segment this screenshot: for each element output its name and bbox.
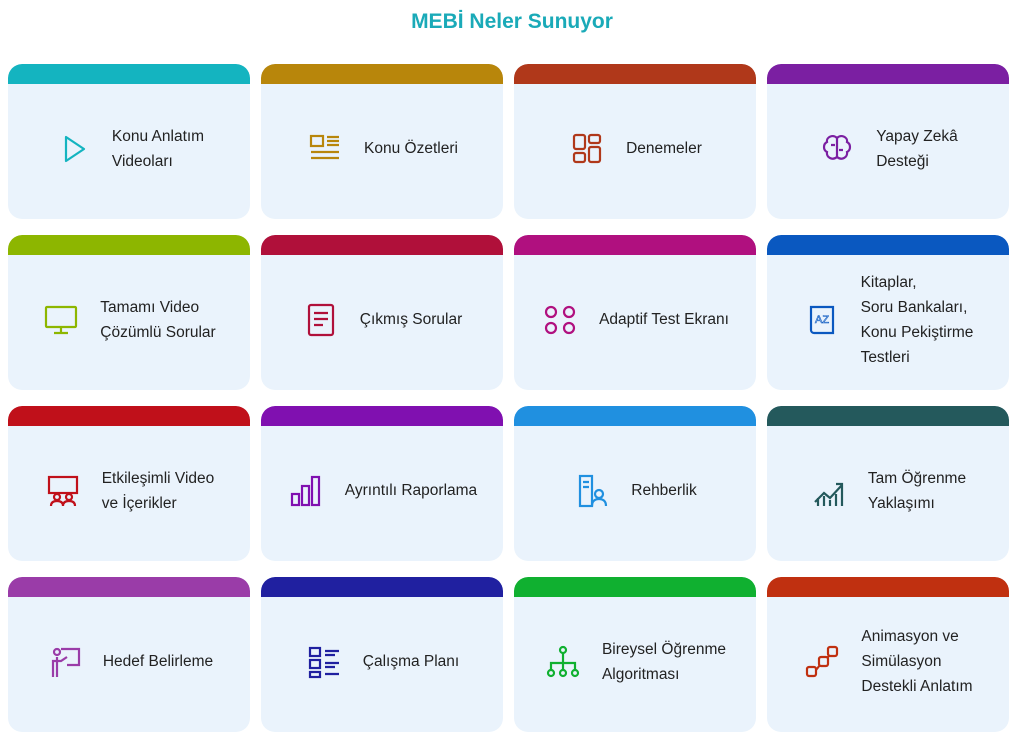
dictionary-icon: AZ [809,305,834,334]
card-body: Konu Özetleri [261,84,503,219]
card-label: Kitaplar, Soru Bankaları, Konu Pekiştirm… [860,273,974,366]
card-accent-bar [767,64,1009,84]
card-label: Yapay Zekâ Desteği [876,127,958,170]
feature-card[interactable]: Konu Anlatım Videoları [8,64,250,219]
guidance-icon [579,474,608,507]
card-body: Rehberlik [514,426,756,561]
card-accent-bar [261,235,503,255]
card-accent-bar [767,406,1009,426]
feature-card[interactable]: Adaptif Test Ekranı [514,235,756,390]
card-accent-bar [261,406,503,426]
card-body: Ayrıntılı Raporlama [261,426,503,561]
feature-card[interactable]: Bireysel Öğrenme Algoritması [514,577,756,732]
bar-chart-icon [290,475,320,506]
layout-icon [572,133,602,163]
play-icon [64,135,85,162]
card-label: Animasyon ve Simülasyon Destekli Anlatım [861,628,973,695]
monitor-icon [45,305,78,334]
card-body: Çalışma Planı [261,597,503,732]
presentation-icon [47,475,78,506]
feature-card[interactable]: Çalışma Planı [261,577,503,732]
target-board-icon [51,647,80,677]
card-body: Animasyon ve Simülasyon Destekli Anlatım [767,597,1009,732]
feature-card[interactable]: Denemeler [514,64,756,219]
hierarchy-icon [546,645,580,677]
card-label: Konu Özetleri [364,140,458,157]
feature-card[interactable]: Etkileşimli Video ve İçerikler [8,406,250,561]
card-body: Bireysel Öğrenme Algoritması [514,597,756,732]
feature-card[interactable]: AZ Kitaplar, Soru Bankaları, Konu Pekişt… [767,235,1009,390]
card-accent-bar [261,64,503,84]
card-accent-bar [514,64,756,84]
card-label: Adaptif Test Ekranı [599,311,729,328]
card-accent-bar [8,235,250,255]
card-accent-bar [8,577,250,597]
card-label: Çıkmış Sorular [359,311,463,328]
card-label: Tamamı Video Çözümlü Sorular [100,298,216,341]
card-body: Hedef Belirleme [8,597,250,732]
feature-card[interactable]: Tamamı Video Çözümlü Sorular [8,235,250,390]
card-body: Denemeler [514,84,756,219]
card-body: AZ Kitaplar, Soru Bankaları, Konu Pekişt… [767,255,1009,390]
card-accent-bar [8,406,250,426]
card-label: Rehberlik [631,482,697,499]
svg-text:AZ: AZ [815,314,829,326]
card-body: Adaptif Test Ekranı [514,255,756,390]
nodes-icon [806,645,839,677]
feature-card[interactable]: Rehberlik [514,406,756,561]
card-accent-bar [261,577,503,597]
card-label: Bireysel Öğrenme Algoritması [601,640,727,683]
card-body: Tam Öğrenme Yaklaşımı [767,426,1009,561]
card-accent-bar [514,406,756,426]
card-label: Çalışma Planı [362,653,460,670]
card-body: Konu Anlatım Videoları [8,84,250,219]
feature-card[interactable]: Yapay Zekâ Desteği [767,64,1009,219]
card-label: Etkileşimli Video ve İçerikler [101,469,215,512]
card-body: Etkileşimli Video ve İçerikler [8,426,250,561]
card-body: Çıkmış Sorular [261,255,503,390]
ai-brain-icon [823,134,852,160]
card-accent-bar [767,235,1009,255]
card-accent-bar [514,577,756,597]
card-label: Tam Öğrenme Yaklaşımı [867,469,967,512]
feature-card[interactable]: Çıkmış Sorular [261,235,503,390]
feature-card[interactable]: Hedef Belirleme [8,577,250,732]
card-label: Denemeler [626,140,702,157]
card-accent-bar [514,235,756,255]
document-icon [307,303,334,336]
card-accent-bar [767,577,1009,597]
feature-card[interactable]: Ayrıntılı Raporlama [261,406,503,561]
feature-card[interactable]: Tam Öğrenme Yaklaşımı [767,406,1009,561]
growth-chart-icon [814,482,843,506]
card-body: Yapay Zekâ Desteği [767,84,1009,219]
feature-card[interactable]: Animasyon ve Simülasyon Destekli Anlatım [767,577,1009,732]
list-icon [308,646,339,678]
card-label: Hedef Belirleme [102,653,214,670]
card-label: Konu Anlatım Videoları [111,127,205,170]
card-label: Ayrıntılı Raporlama [344,482,478,499]
article-icon [309,134,340,159]
card-accent-bar [8,64,250,84]
card-body: Tamamı Video Çözümlü Sorular [8,255,250,390]
features-grid: Konu Anlatım Videoları Konu Özetleri Den… [8,64,1009,732]
feature-card[interactable]: Konu Özetleri [261,64,503,219]
circles-icon [544,305,576,334]
page-title: MEBİ Neler Sunuyor [411,10,613,33]
